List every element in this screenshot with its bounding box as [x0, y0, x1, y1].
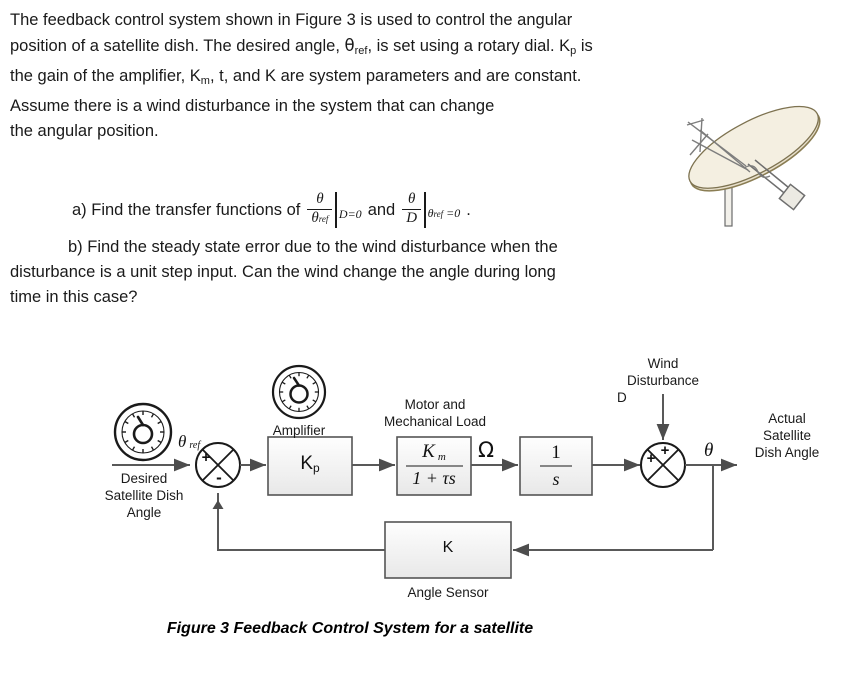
transfer-function-2: θ D θref =0 [401, 191, 461, 228]
feedback-return-arrowhead [212, 500, 224, 509]
fraction-2-numerator: θ [407, 191, 416, 207]
evaluation-condition-2-base: θ [427, 206, 434, 220]
fraction-1-denominator-base: θ [311, 209, 319, 226]
rotary-dial-icon-desired [113, 402, 173, 462]
angle-sensor-gain: K [442, 539, 454, 556]
evaluation-bar-2 [424, 192, 426, 228]
kp-subscript: p [570, 44, 577, 57]
amplifier-gain-subscript: p [313, 461, 320, 475]
amplifier-label: Amplifier [272, 423, 326, 438]
part-a-conjunction: and [367, 200, 396, 219]
part-a-period: . [466, 200, 471, 219]
problem-line-2-part-c: is [576, 37, 593, 55]
problem-line-3-part-b: , t, and K are system parameters and are… [209, 66, 582, 85]
angle-sensor-label: Angle Sensor [407, 585, 489, 600]
fraction-1-numerator: θ [316, 191, 324, 207]
problem-statement: The feedback control system shown in Fig… [10, 8, 700, 144]
sum-right-plus-top-sign: + [661, 442, 670, 459]
part-b-line-1: b) Find the steady state error due to th… [68, 238, 558, 256]
amplifier-block-text: Kp [268, 453, 352, 475]
fraction-1-denominator: θref [307, 208, 333, 227]
sum-right-plus-left-sign: + [647, 450, 656, 467]
wind-disturbance-symbol: D [617, 390, 627, 405]
part-a-prefix: a) Find the transfer functions of [72, 200, 301, 219]
problem-line-2: position of a satellite dish. The desire… [10, 33, 700, 64]
integrator-block [519, 436, 593, 496]
motor-denominator: 1 + τs [412, 468, 456, 488]
omega-label: Ω [478, 438, 495, 462]
evaluation-condition-2-tail: =0 [443, 206, 461, 220]
motor-gain-subscript: m [437, 451, 446, 463]
theta-symbol: θ [344, 36, 355, 55]
part-b: b) Find the steady state error due to th… [10, 235, 710, 310]
desired-angle-label: Desired Satellite Dish Angle [104, 471, 184, 520]
km-subscript: m [200, 74, 210, 87]
problem-line-1: The feedback control system shown in Fig… [10, 11, 573, 29]
part-a: a) Find the transfer functions of θ θref… [72, 191, 471, 228]
fraction-2-denominator: D [402, 208, 422, 227]
sum-left-plus-sign: + [202, 449, 211, 466]
sum-left-minus-sign: - [216, 468, 222, 487]
transfer-function-1: θ θref D=0 [306, 191, 362, 228]
evaluation-bar-1 [335, 192, 337, 228]
amplifier-gain-symbol: K [300, 453, 313, 474]
block-diagram: + - + + [0, 352, 853, 622]
actual-angle-label: Actual Satellite Dish Angle [754, 411, 820, 460]
output-theta-symbol: θ [704, 440, 714, 461]
satellite-dish-illustration [660, 100, 850, 228]
theta-ref-symbol: θ [178, 432, 187, 451]
problem-line-2-part-a: position of a satellite dish. The desire… [10, 37, 345, 55]
fraction-theta-over-thetaref: θ θref [307, 191, 333, 228]
feedback-return-line [217, 493, 385, 551]
problem-line-2-part-b: , is set using a rotary dial. K [367, 37, 571, 55]
problem-line-5: the angular position. [10, 121, 159, 140]
summing-junction-right: + + [640, 442, 686, 488]
integrator-denominator: s [552, 469, 560, 489]
evaluation-condition-2: θref =0 [428, 201, 461, 228]
rotary-dial-icon-amplifier [271, 364, 327, 420]
problem-line-3-part-a: the gain of the amplifier, K [10, 66, 201, 85]
wind-disturbance-label: Wind Disturbance [626, 356, 700, 388]
theta-subscript-ref: ref [354, 44, 368, 57]
summing-junction-left: + - [195, 442, 241, 488]
theta-ref-subscript: ref [189, 440, 201, 451]
figure-caption: Figure 3 Feedback Control System for a s… [166, 620, 534, 637]
fraction-theta-over-d: θ D [402, 191, 422, 228]
motor-load-label: Motor and Mechanical Load [383, 397, 487, 429]
part-b-line-2: disturbance is a unit step input. Can th… [10, 263, 556, 281]
problem-line-3: the gain of the amplifier, Km, t, and K … [10, 64, 700, 94]
block-diagram-svg: + - + + [112, 364, 737, 579]
motor-gain-symbol: K [422, 441, 435, 462]
part-b-line-3: time in this case? [10, 288, 138, 306]
evaluation-condition-2-sub: ref [433, 209, 444, 219]
evaluation-condition-1: D=0 [338, 207, 362, 221]
fraction-1-denominator-sub: ref [318, 213, 329, 224]
problem-line-4: Assume there is a wind disturbance in th… [10, 96, 495, 115]
integrator-numerator: 1 [551, 442, 561, 463]
